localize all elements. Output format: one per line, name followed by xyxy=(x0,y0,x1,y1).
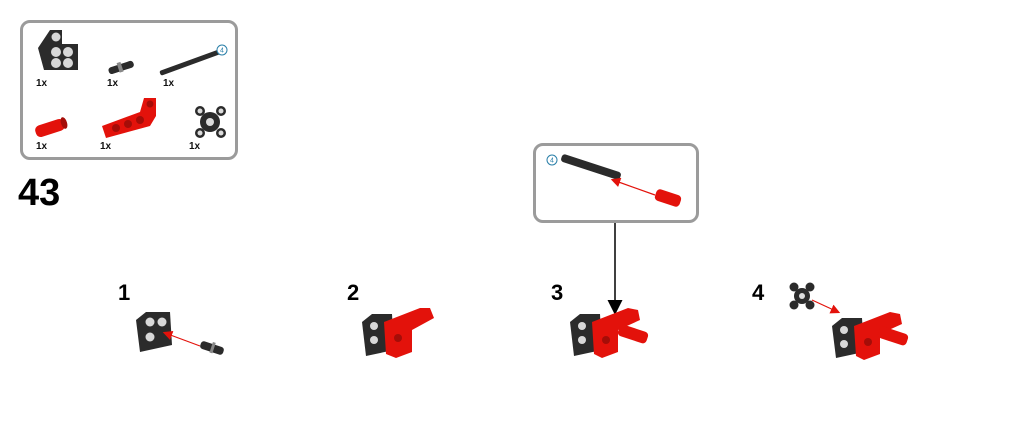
red-bent-beam-icon xyxy=(102,98,156,138)
substep-1-black-beam xyxy=(136,312,172,352)
substep-2-assembly xyxy=(362,308,434,358)
part-qty: 1x xyxy=(107,78,119,89)
substep-number: 1 xyxy=(118,280,131,305)
substep-4-wheel xyxy=(789,282,815,310)
part-qty: 1x xyxy=(189,141,201,152)
callout-axle-length-badge: 4 xyxy=(550,158,554,165)
black-connector-pin-icon xyxy=(108,60,134,75)
substep-1-connector-pin xyxy=(200,341,224,355)
substep-4-arrow xyxy=(811,299,841,314)
callout-red-connector-icon xyxy=(654,189,682,207)
substep-number: 4 xyxy=(752,280,765,305)
callout-axle-icon: 4 xyxy=(546,154,621,180)
substep-number: 3 xyxy=(551,280,564,305)
part-qty: 1x xyxy=(100,141,112,152)
black-axle-icon: 4 xyxy=(159,44,228,76)
substep-number: 2 xyxy=(347,280,360,305)
callout-insert-arrow xyxy=(610,177,656,196)
part-qty: 1x xyxy=(36,141,48,152)
axle-length-badge: 4 xyxy=(220,48,224,55)
substep-3-assembly xyxy=(570,308,649,358)
substep-4-assembly xyxy=(832,312,909,360)
red-axle-connector-icon xyxy=(35,117,68,138)
step-number: 43 xyxy=(18,172,61,214)
part-qty: 1x xyxy=(163,78,175,89)
black-angled-beam-icon xyxy=(38,30,78,70)
part-qty: 1x xyxy=(36,78,48,89)
black-wedge-belt-wheel-icon xyxy=(195,106,226,138)
substep-1-arrow xyxy=(162,331,201,347)
